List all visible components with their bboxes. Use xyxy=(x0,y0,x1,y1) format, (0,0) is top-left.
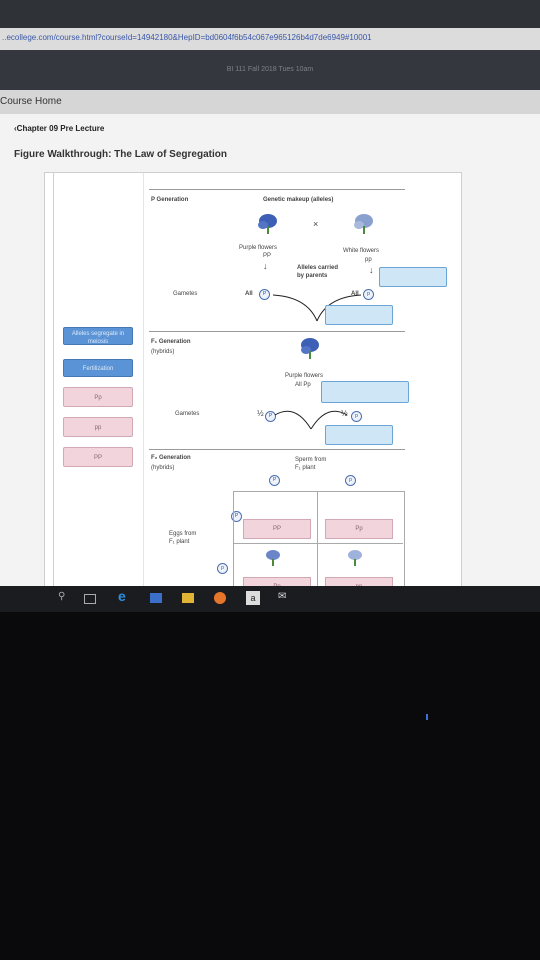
chapter-title: Chapter 09 Pre Lecture xyxy=(16,124,105,133)
split-arrows xyxy=(274,410,348,430)
course-home-bar: Course Home xyxy=(0,90,540,114)
label-pp[interactable]: pp xyxy=(63,417,133,437)
section-rule xyxy=(149,449,405,450)
white-flowers-label: White flowers xyxy=(343,248,380,254)
top-bezel xyxy=(0,0,540,28)
edge-browser-icon[interactable]: e xyxy=(118,588,126,604)
f1-gametes-label: Gametes xyxy=(175,411,200,417)
gamete-p-icon: p xyxy=(363,289,374,300)
microphone-icon[interactable]: ⚲ xyxy=(58,591,66,602)
gametes-label: Gametes xyxy=(173,291,198,297)
eggs-f1-plant-label: F₁ plant xyxy=(169,539,190,545)
taskbar: ⚲ e a ✉ xyxy=(0,586,540,612)
sperm-from-label: Sperm from xyxy=(295,457,327,463)
egg-P-icon: P xyxy=(231,511,242,522)
url-text[interactable]: ..ecollege.com/course.html?courseId=1494… xyxy=(2,33,372,42)
file-explorer-icon[interactable] xyxy=(150,593,162,603)
by-parents-label: by parents xyxy=(297,273,328,279)
half-fraction: ½ xyxy=(257,409,264,418)
mail-icon[interactable]: ✉ xyxy=(278,591,287,602)
punnett-cell-Pp[interactable]: Pp xyxy=(325,519,393,539)
genotype-PP: PP xyxy=(263,253,272,259)
all-Pp-label: All Pp xyxy=(295,382,311,388)
sperm-P-icon: P xyxy=(269,475,280,486)
genetic-makeup-heading: Genetic makeup (alleles) xyxy=(263,197,334,203)
punnett-divider xyxy=(233,543,403,544)
dropzone-f1-alleles[interactable] xyxy=(321,381,409,403)
label-PP[interactable]: PP xyxy=(63,447,133,467)
eggs-from-label: Eggs from xyxy=(169,531,197,537)
amazon-icon[interactable]: a xyxy=(246,591,260,605)
address-bar[interactable]: ..ecollege.com/course.html?courseId=1494… xyxy=(0,28,540,50)
f2-flower-icon xyxy=(266,550,280,566)
course-header: BI 111 Fall 2018 Tues 10am xyxy=(0,50,540,90)
course-title: BI 111 Fall 2018 Tues 10am xyxy=(226,66,314,73)
panel-divider xyxy=(143,173,144,593)
f2-hybrids-label: (hybrids) xyxy=(151,465,175,471)
f2-generation-heading: F₂ Generation xyxy=(151,455,191,461)
all-label: All xyxy=(245,291,253,297)
course-home-link[interactable]: Course Home xyxy=(0,96,62,107)
p-generation-heading: P Generation xyxy=(151,197,189,203)
panel-divider xyxy=(53,173,54,593)
firefox-icon[interactable] xyxy=(214,592,226,604)
cross-symbol: × xyxy=(313,219,319,229)
genotype-pp: pp xyxy=(365,257,372,263)
f1-purple-flowers-label: Purple flowers xyxy=(285,373,324,379)
chapter-back-link[interactable]: ‹Chapter 09 Pre Lecture xyxy=(14,124,105,133)
task-view-icon[interactable] xyxy=(84,594,96,604)
purple-flowers-label: Purple flowers xyxy=(239,245,278,251)
gamete-P-icon: P xyxy=(265,411,276,422)
figure-title: Figure Walkthrough: The Law of Segregati… xyxy=(14,149,227,160)
f1-generation-heading: F₁ Generation xyxy=(151,339,191,345)
dropzone-fertilization[interactable] xyxy=(325,305,393,325)
store-icon[interactable] xyxy=(182,593,194,603)
label-fertilization[interactable]: Fertilization xyxy=(63,359,133,377)
sperm-p-icon: p xyxy=(345,475,356,486)
white-flower-icon xyxy=(354,214,373,234)
f2-flower-icon xyxy=(348,550,362,566)
f1-flower-icon xyxy=(301,338,319,359)
gamete-p-icon: p xyxy=(351,411,362,422)
punnett-divider xyxy=(317,491,318,593)
alleles-carried-label: Alleles carried xyxy=(297,265,339,271)
section-rule xyxy=(149,331,405,332)
all-label-white: All xyxy=(351,291,359,297)
label-Pp[interactable]: Pp xyxy=(63,387,133,407)
dropzone-segregation[interactable] xyxy=(325,425,393,445)
arrow-down-icon: ↓ xyxy=(369,265,374,275)
section-rule xyxy=(149,189,405,190)
purple-flower-icon xyxy=(258,214,277,234)
arrow-down-icon: ↓ xyxy=(263,261,268,271)
egg-p-icon: p xyxy=(217,563,228,574)
punnett-cell-PP[interactable]: PP xyxy=(243,519,311,539)
merge-arrows xyxy=(272,294,362,322)
sperm-f1-plant-label: F₁ plant xyxy=(295,465,316,471)
figure-panel: Alleles segregate in meiosis Fertilizati… xyxy=(44,172,462,597)
dropzone-white-alleles[interactable] xyxy=(379,267,447,287)
led-indicator xyxy=(426,714,428,720)
screen: ..ecollege.com/course.html?courseId=1494… xyxy=(0,0,540,612)
label-alleles-segregate[interactable]: Alleles segregate in meiosis xyxy=(63,327,133,345)
gamete-P-icon: P xyxy=(259,289,270,300)
f1-hybrids-label: (hybrids) xyxy=(151,349,175,355)
